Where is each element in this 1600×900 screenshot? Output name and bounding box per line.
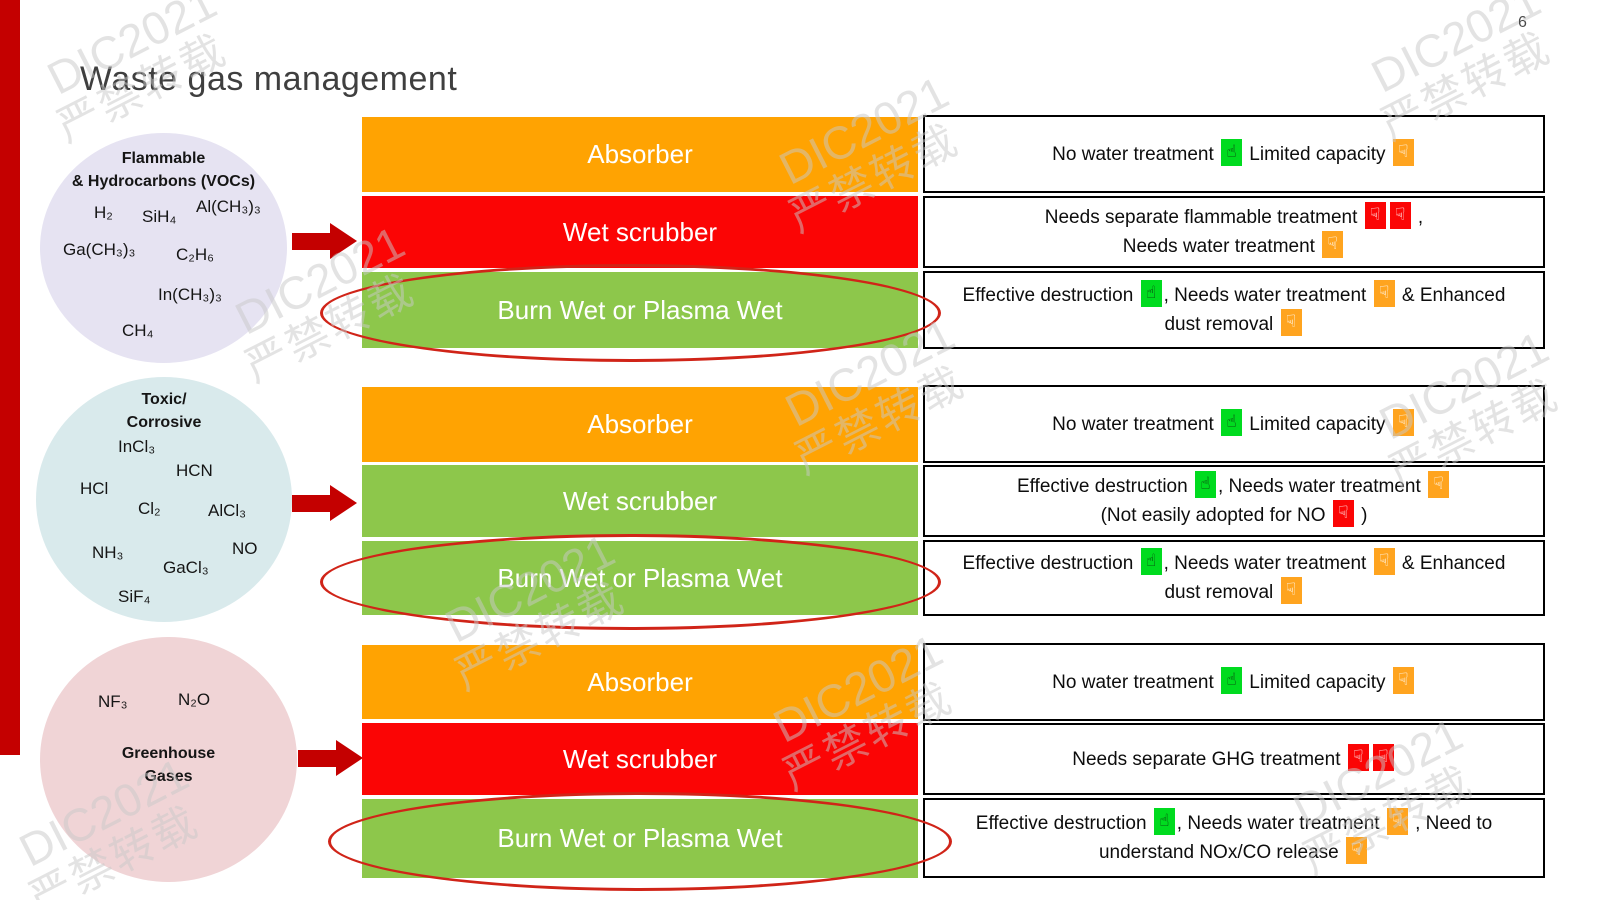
note-box: Effective destruction ☝, Needs water tre… [923, 540, 1545, 616]
bar-wet-scrubber: Wet scrubber [362, 465, 918, 537]
thumbs-down-icon: ☟ [1392, 666, 1414, 694]
left-accent-bar [0, 0, 20, 755]
note-box: No water treatment ☝ Limited capacity ☟ [923, 385, 1545, 463]
thumbs-up-icon: ☝ [1221, 666, 1243, 694]
chemical-formula: In(CH₃)₃ [158, 285, 222, 304]
chemical-formula: HCl [80, 479, 109, 498]
note-box: Needs separate flammable treatment ☟☟ ,N… [923, 196, 1545, 268]
bar-burn-wet-plasma: Burn Wet or Plasma Wet [362, 541, 918, 615]
thumbs-up-icon: ☝ [1153, 808, 1175, 836]
chemical-formula: NO [232, 539, 258, 558]
chemical-formula: HCN [176, 461, 213, 480]
chemical-formula: N₂O [178, 690, 211, 709]
chemical-formula: GaCl₃ [163, 558, 209, 577]
chemical-formula: Al(CH₃)₃ [196, 197, 261, 216]
bar-burn-wet-plasma: Burn Wet or Plasma Wet [362, 799, 918, 878]
flow-arrow [292, 223, 357, 259]
circle-title-line: Toxic/ [141, 391, 187, 408]
chemical-formula: SiH₄ [142, 207, 177, 226]
bar-label: Absorber [587, 409, 693, 439]
note-box: No water treatment ☝ Limited capacity ☟ [923, 115, 1545, 193]
chemical-formula: NH₃ [92, 543, 124, 562]
circle-title-line: & Hydrocarbons (VOCs) [71, 173, 256, 190]
note-box: No water treatment ☝ Limited capacity ☟ [923, 643, 1545, 721]
thumbs-down-icon: ☟ [1346, 837, 1367, 865]
bar-label: Burn Wet or Plasma Wet [497, 294, 783, 325]
bar-label: Wet scrubber [562, 743, 718, 774]
thumbs-down-icon: ☟ [1392, 138, 1414, 166]
bar-absorber: Absorber [362, 387, 918, 462]
bar-label: Absorber [587, 139, 693, 169]
circle-title-line: Corrosive [126, 414, 202, 431]
thumbs-down-icon: ☟ [1386, 808, 1408, 836]
thumbs-down-icon: ☟ [1332, 500, 1354, 528]
bar-label: Wet scrubber [562, 485, 718, 516]
thumbs-down-icon: ☟ [1389, 202, 1411, 230]
circle-title-line: Greenhouse [121, 745, 216, 762]
thumbs-down-icon: ☟ [1347, 743, 1369, 771]
bar-label: Burn Wet or Plasma Wet [497, 823, 783, 853]
circle-flammable: Flammable & Hydrocarbons (VOCs) H₂ SiH₄ … [40, 133, 287, 363]
note-box: Effective destruction ☝, Needs water tre… [923, 798, 1545, 878]
bar-wet-scrubber: Wet scrubber [362, 723, 918, 795]
chemical-formula: H₂ [94, 203, 113, 222]
bar-burn-wet-plasma: Burn Wet or Plasma Wet [362, 272, 918, 348]
chemical-formula: Cl₂ [138, 499, 161, 518]
circle-toxic-corrosive: Toxic/ Corrosive InCl₃ HCN HCl Cl₂ AlCl₃… [36, 377, 292, 622]
page-title: Waste gas management [80, 60, 458, 98]
thumbs-down-icon: ☟ [1392, 408, 1414, 436]
thumbs-down-icon: ☟ [1280, 577, 1302, 605]
flow-arrow [292, 485, 357, 521]
chemical-formula: AlCl₃ [208, 501, 247, 520]
thumbs-up-icon: ☝ [1221, 408, 1243, 436]
page-number: 6 [1518, 14, 1527, 31]
thumbs-down-icon: ☟ [1373, 280, 1395, 308]
thumbs-down-icon: ☟ [1364, 202, 1386, 230]
bar-absorber: Absorber [362, 117, 918, 192]
bar-label: Absorber [587, 666, 693, 697]
thumbs-up-icon: ☝ [1221, 138, 1243, 166]
thumbs-up-icon: ☝ [1194, 471, 1216, 499]
chemical-formula: NF₃ [98, 692, 128, 711]
bar-wet-scrubber: Wet scrubber [362, 196, 918, 268]
circle-title-line: Flammable [121, 150, 206, 167]
thumbs-up-icon: ☝ [1140, 548, 1162, 576]
chemical-formula: Ga(CH₃)₃ [63, 240, 136, 259]
chemical-formula: SiF₄ [118, 587, 151, 606]
thumbs-down-icon: ☟ [1322, 231, 1344, 259]
thumbs-up-icon: ☝ [1140, 280, 1162, 308]
flow-arrow [298, 740, 363, 776]
thumbs-down-icon: ☟ [1373, 548, 1395, 576]
chemical-formula: InCl₃ [118, 437, 156, 456]
note-box: Needs separate GHG treatment ☟☟ [923, 723, 1545, 795]
chemical-formula: C₂H₆ [176, 245, 215, 264]
circle-title-line: Gases [144, 768, 193, 785]
thumbs-down-icon: ☟ [1372, 743, 1394, 771]
bar-label: Wet scrubber [562, 216, 718, 247]
circle-greenhouse: NF₃ N₂O Greenhouse Gases [40, 637, 297, 882]
bar-label: Burn Wet or Plasma Wet [497, 562, 783, 593]
note-box: Effective destruction ☝, Needs water tre… [923, 271, 1545, 349]
note-box: Effective destruction ☝, Needs water tre… [923, 465, 1545, 537]
thumbs-down-icon: ☟ [1428, 471, 1450, 499]
chemical-formula: CH₄ [122, 321, 154, 340]
thumbs-down-icon: ☟ [1280, 309, 1302, 337]
bar-absorber: Absorber [362, 645, 918, 719]
